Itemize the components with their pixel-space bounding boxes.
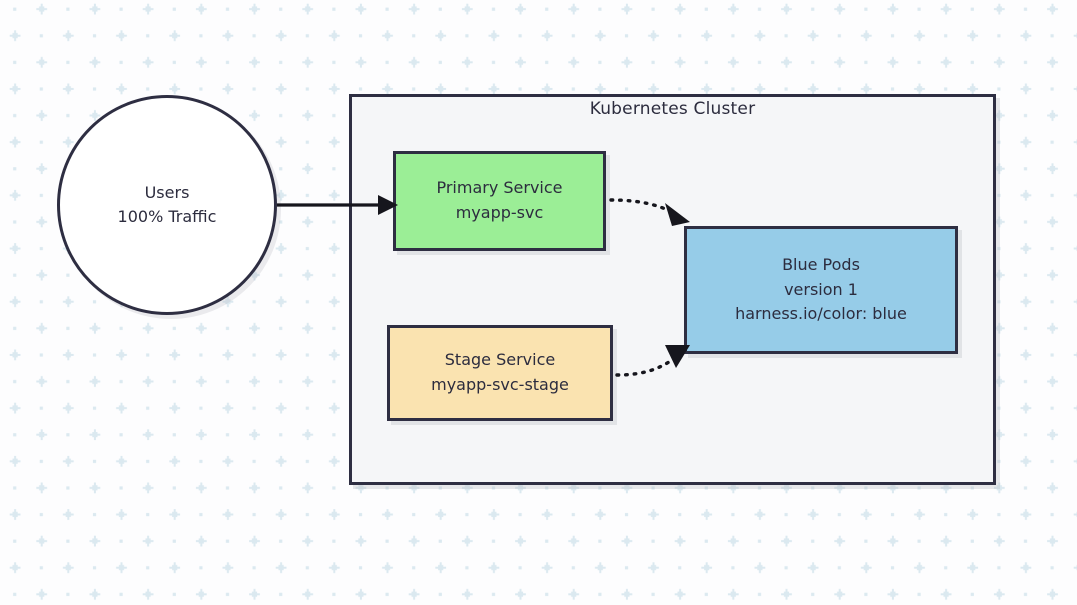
node-users-line-2: 100% Traffic [117, 207, 217, 226]
node-users-line-1: Users [144, 183, 190, 202]
node-primary-service-line-1: Primary Service [436, 178, 563, 198]
node-stage-service[interactable]: Stage Service myapp-svc-stage [387, 325, 613, 421]
node-blue-pods-line-1: Blue Pods [782, 254, 860, 274]
node-blue-pods-line-2: version 1 [784, 279, 858, 299]
node-users[interactable]: Users 100% Traffic [57, 95, 277, 315]
node-primary-service[interactable]: Primary Service myapp-svc [393, 151, 606, 251]
node-stage-service-line-2: myapp-svc-stage [431, 375, 569, 394]
kubernetes-cluster-label: Kubernetes Cluster [589, 99, 756, 119]
node-blue-pods[interactable]: Blue Pods version 1 harness.io/color: bl… [684, 226, 958, 354]
node-primary-service-line-2: myapp-svc [455, 203, 544, 222]
node-stage-service-line-1: Stage Service [444, 350, 556, 370]
node-blue-pods-line-3: harness.io/color: blue [735, 304, 907, 324]
